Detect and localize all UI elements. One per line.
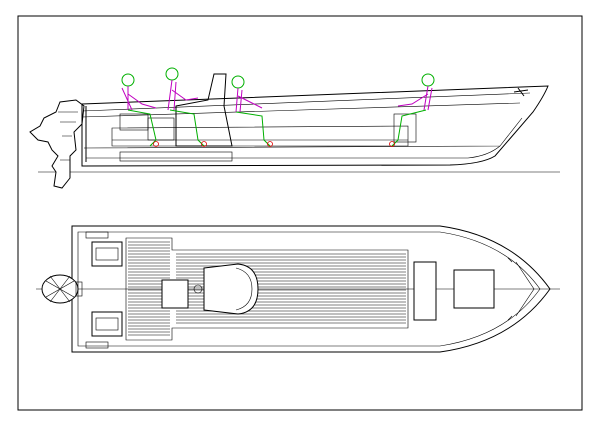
occupant-arm bbox=[397, 93, 429, 107]
keel-line bbox=[86, 145, 501, 159]
occupant-torso bbox=[121, 86, 133, 111]
plan-steering-wheel bbox=[193, 284, 203, 294]
plan-hull-outline bbox=[71, 225, 551, 353]
occupant-arm bbox=[127, 93, 157, 109]
occupant-torso bbox=[235, 87, 243, 113]
hull-window bbox=[119, 151, 233, 162]
occupant-joint bbox=[267, 141, 273, 147]
bow-seat bbox=[393, 113, 417, 143]
hull-outline bbox=[81, 85, 549, 167]
stern-box-upper-inner bbox=[95, 247, 119, 261]
side-profile-view bbox=[29, 67, 560, 189]
stern-rail-upper bbox=[85, 231, 109, 239]
occupant-arm bbox=[237, 95, 263, 109]
occupant-mid bbox=[231, 75, 273, 147]
sheer-line bbox=[81, 92, 531, 112]
plan-bow-bench bbox=[413, 261, 437, 321]
bow-fitting bbox=[513, 87, 529, 97]
interior-deck bbox=[111, 125, 409, 147]
occupant-leg bbox=[391, 109, 427, 147]
occupant-head bbox=[421, 73, 435, 87]
aft-bench bbox=[119, 113, 149, 131]
occupant-leg bbox=[127, 109, 157, 147]
occupant-joint bbox=[389, 141, 395, 147]
transom bbox=[81, 104, 87, 166]
occupant-leg bbox=[169, 109, 205, 147]
occupant-leg bbox=[235, 111, 271, 147]
occupant-head bbox=[165, 67, 179, 81]
occupant-aft bbox=[121, 73, 159, 147]
chine-line bbox=[83, 117, 523, 149]
sheet-border bbox=[17, 15, 583, 411]
occupant-torso bbox=[423, 85, 433, 111]
plan-bow-detail bbox=[507, 257, 535, 321]
stern-rail-lower bbox=[85, 341, 109, 349]
stern-box-lower-inner bbox=[95, 317, 119, 331]
occupant-torso bbox=[167, 79, 177, 111]
plan-gunwale bbox=[77, 231, 541, 347]
plan-outboard-bracket bbox=[75, 281, 83, 297]
plan-forward-hatch bbox=[453, 269, 495, 309]
occupant-arm bbox=[171, 89, 199, 101]
occupant-joint bbox=[201, 141, 207, 147]
occupant-bow bbox=[389, 73, 435, 147]
occupant-head bbox=[231, 75, 245, 89]
plan-helm-seat bbox=[161, 279, 189, 309]
occupant-head bbox=[121, 73, 135, 87]
plan-windscreen bbox=[235, 267, 253, 311]
rubbing-strake bbox=[81, 102, 521, 118]
plan-outboard-cowl bbox=[45, 275, 75, 303]
outboard-cowl-detail bbox=[58, 111, 78, 161]
stern-box-upper bbox=[91, 241, 123, 267]
deck-plan-view bbox=[36, 225, 560, 353]
occupant-joint bbox=[153, 141, 159, 147]
deck-area bbox=[125, 237, 409, 341]
helm-console bbox=[175, 73, 233, 147]
occupant-helm bbox=[165, 67, 207, 147]
plan-console bbox=[203, 263, 259, 315]
outboard-motor bbox=[29, 99, 85, 189]
deck-planking bbox=[128, 241, 406, 336]
stern-box-lower bbox=[91, 311, 123, 337]
